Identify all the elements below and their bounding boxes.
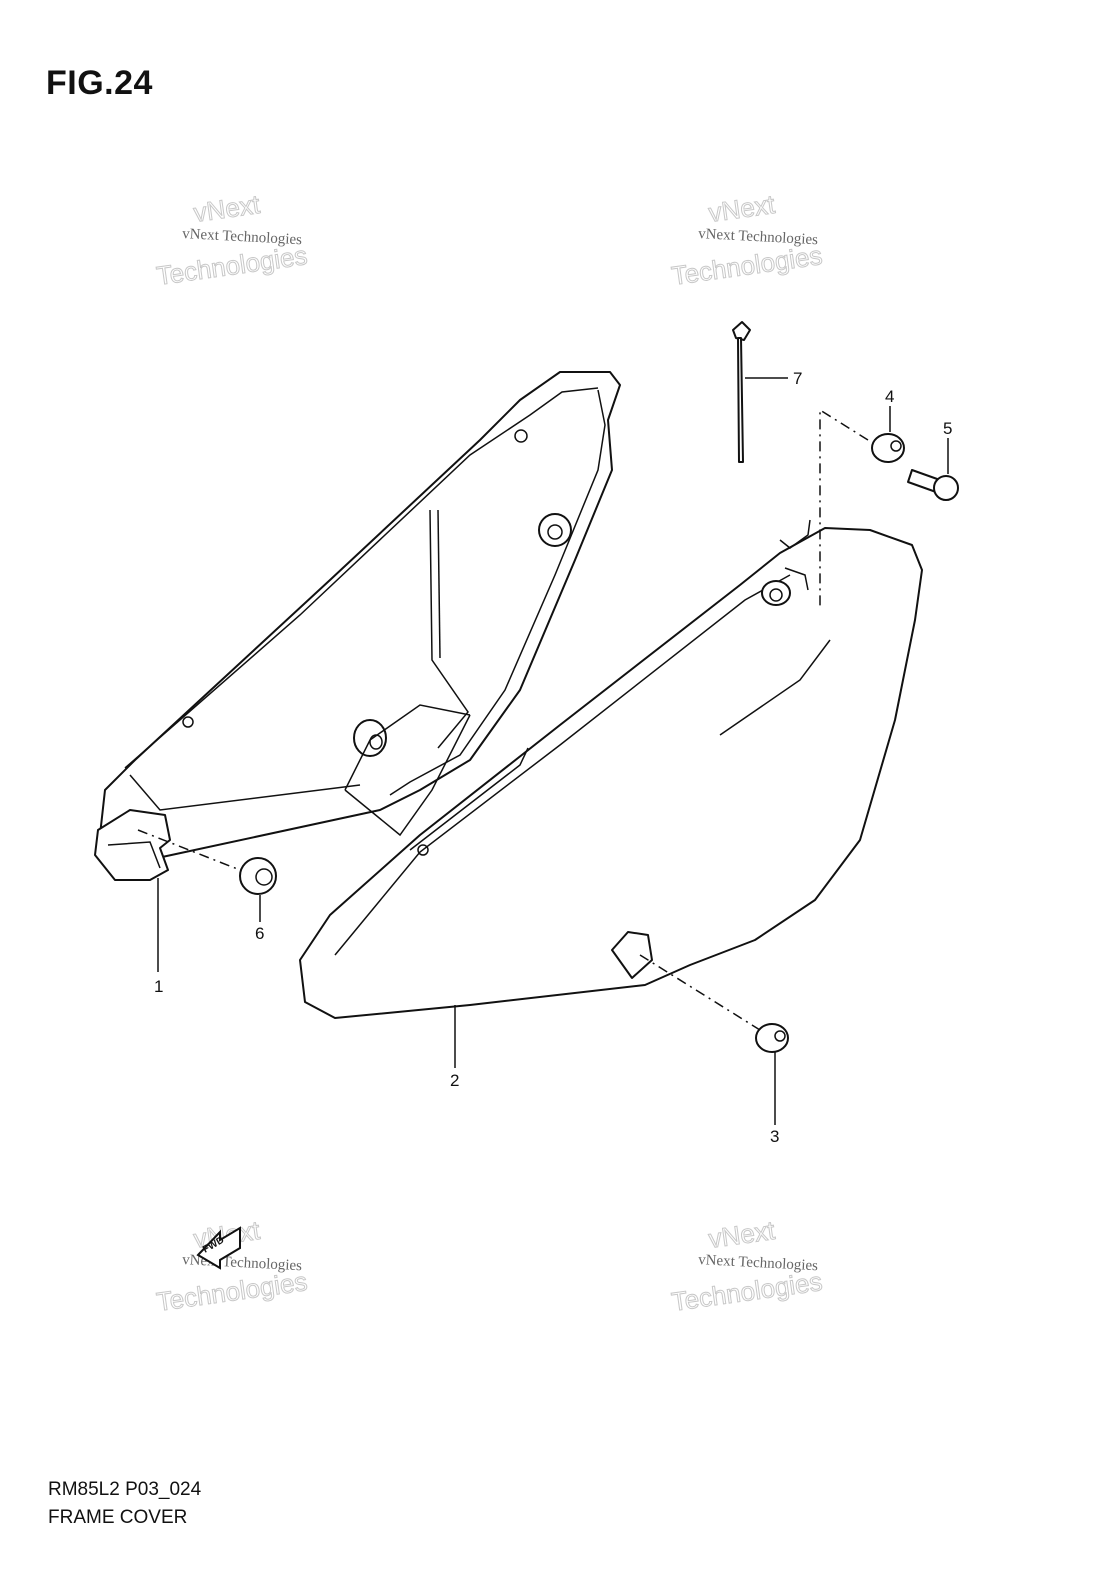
svg-text:Technologies: Technologies: [670, 1266, 824, 1317]
watermark-bottom-right: vNext vNext Technologies Technologies: [669, 1214, 824, 1317]
svg-text:vNext: vNext: [192, 189, 263, 228]
part-4-grommet: [871, 433, 905, 463]
svg-text:Technologies: Technologies: [155, 240, 309, 291]
part-7-cable-tie: [732, 321, 751, 463]
watermark-top-right: vNext vNext Technologies Technologies: [669, 188, 824, 291]
svg-text:vNext Technologies: vNext Technologies: [698, 226, 819, 248]
footer-diagram-name: FRAME COVER: [48, 1507, 188, 1528]
callout-4: 4: [885, 387, 894, 406]
callout-6: 6: [255, 924, 264, 943]
callout-5: 5: [943, 419, 952, 438]
svg-text:vNext Technologies: vNext Technologies: [698, 1252, 819, 1274]
callout-1: 1: [154, 977, 163, 996]
svg-text:vNext: vNext: [707, 1215, 778, 1254]
svg-text:vNext Technologies: vNext Technologies: [182, 226, 303, 248]
part-3-grommet: [755, 1023, 789, 1053]
callout-7: 7: [793, 369, 802, 388]
figure-title: FIG.24: [46, 64, 153, 102]
svg-text:Technologies: Technologies: [155, 1266, 309, 1317]
part-1-left-frame-cover: [94, 371, 621, 881]
part-2-right-frame-cover: [299, 519, 923, 1019]
watermark-top-left: vNext vNext Technologies Technologies: [154, 188, 309, 291]
part-5-bolt: [907, 469, 959, 501]
leader-lines: [137, 377, 949, 1125]
footer-diagram-code: RM85L2 P03_024: [48, 1479, 202, 1500]
part-6-grommet: [239, 857, 277, 895]
callout-2: 2: [450, 1071, 459, 1090]
callout-3: 3: [770, 1127, 779, 1146]
svg-text:Technologies: Technologies: [670, 240, 824, 291]
watermark-bottom-left: vNext vNext Technologies Technologies: [154, 1214, 309, 1317]
svg-text:vNext: vNext: [707, 189, 778, 228]
